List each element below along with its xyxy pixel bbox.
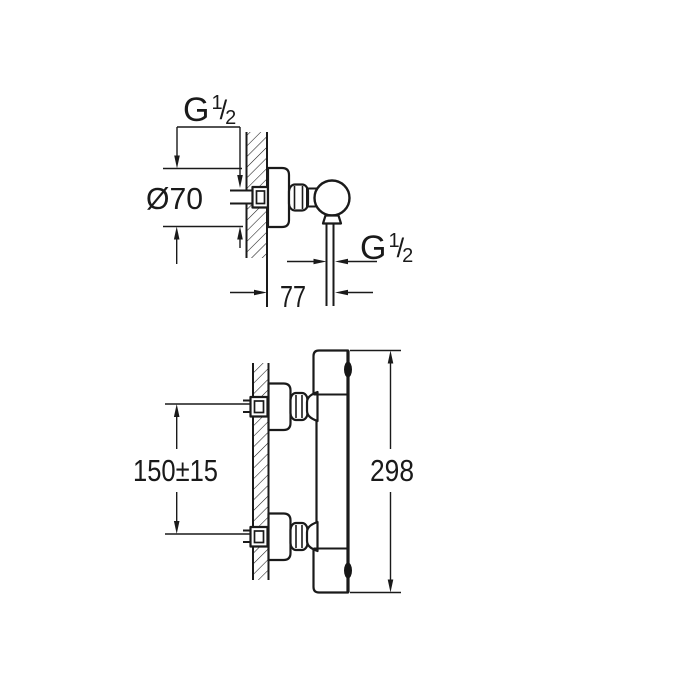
arrowhead-down bbox=[173, 521, 180, 534]
thermostat-body bbox=[305, 349, 352, 594]
arrowhead-up bbox=[173, 226, 180, 240]
union-nut-body bbox=[289, 391, 309, 422]
arrowhead-left bbox=[335, 258, 348, 265]
arrowhead-up bbox=[173, 404, 180, 417]
union-square-inner bbox=[253, 400, 265, 414]
union-square-inner bbox=[255, 190, 266, 205]
body-silhouette bbox=[312, 349, 350, 594]
union-nut-body bbox=[287, 183, 310, 212]
upper-inlet-horn bbox=[305, 390, 319, 423]
label-body-height: 298 bbox=[370, 453, 414, 488]
supply-stub-body bbox=[230, 190, 253, 204]
side-view: 150±15 298 bbox=[133, 349, 414, 594]
lower-inlet bbox=[267, 512, 309, 562]
diameter-extension-lines bbox=[163, 167, 243, 228]
supply-stub-body bbox=[243, 400, 252, 412]
arrowhead-down bbox=[174, 155, 180, 169]
union-nut-body bbox=[289, 521, 309, 552]
body-cap-lines bbox=[313, 393, 348, 550]
dimension-inlet-spacing: 150±15 bbox=[133, 403, 251, 535]
arrowhead-down bbox=[237, 175, 243, 188]
outlet-collar bbox=[321, 214, 343, 225]
inlet-thread-bracket bbox=[176, 126, 241, 176]
upper-handle-detail bbox=[344, 361, 352, 378]
label-inlet-spacing: 150±15 bbox=[133, 453, 218, 488]
union-nut bbox=[287, 183, 310, 212]
arrowhead-up bbox=[387, 350, 394, 364]
union-nut-facets bbox=[293, 186, 304, 209]
arrowhead-right bbox=[313, 258, 327, 265]
escutcheon bbox=[266, 166, 291, 229]
escutcheon bbox=[267, 512, 292, 562]
supply-stub bbox=[230, 189, 253, 205]
outlet-pipe bbox=[325, 223, 335, 306]
supply-stub-body bbox=[243, 530, 252, 542]
spacing-extension-lines bbox=[165, 403, 251, 535]
arrowhead-up bbox=[237, 226, 243, 240]
lower-union bbox=[243, 525, 269, 548]
union-square-inner bbox=[253, 530, 265, 544]
lower-inlet-horn bbox=[305, 520, 319, 553]
union-nut-facets bbox=[295, 395, 303, 418]
union-nut-facets bbox=[295, 525, 303, 548]
height-extension-lines bbox=[350, 349, 401, 594]
arrowhead-left bbox=[335, 289, 348, 296]
wall-section bbox=[245, 132, 268, 307]
upper-inlet bbox=[267, 382, 309, 432]
dimension-body-height: 298 bbox=[350, 349, 414, 594]
supply-stub-lines bbox=[230, 189, 253, 205]
valve-body bbox=[313, 179, 351, 217]
upper-union bbox=[243, 395, 269, 418]
arrowhead-right bbox=[254, 289, 267, 296]
escutcheon bbox=[267, 382, 292, 432]
lower-handle-detail bbox=[344, 562, 352, 579]
union-fitting bbox=[251, 185, 270, 209]
dimension-wall-to-outlet: 77 bbox=[230, 279, 373, 314]
union-square bbox=[249, 395, 269, 418]
union-square bbox=[249, 525, 269, 548]
arrowhead-down bbox=[387, 579, 394, 593]
dimension-escutcheon-diameter: Ø70 bbox=[146, 167, 243, 264]
label-wall-to-outlet: 77 bbox=[280, 279, 306, 314]
union-square bbox=[251, 185, 270, 209]
label-escutcheon-diameter: Ø70 bbox=[146, 181, 203, 216]
